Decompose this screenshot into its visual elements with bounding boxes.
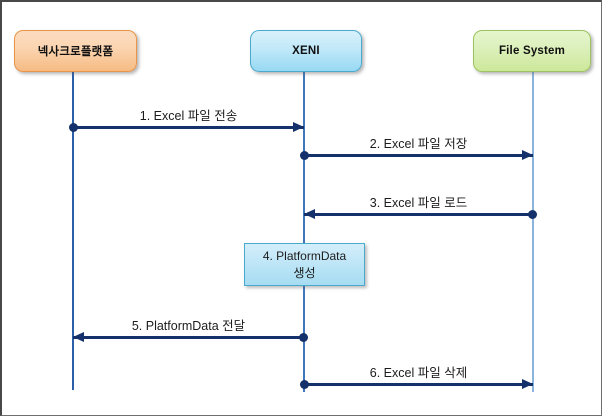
- message-2-line: [304, 154, 533, 157]
- action-box-line-1: 4. PlatformData: [262, 249, 347, 264]
- actor-box-filesystem[interactable]: File System: [473, 30, 591, 72]
- lifeline-xeni: [303, 72, 305, 392]
- action-box-line-2: 생성: [293, 265, 316, 280]
- lifeline-filesystem: [532, 72, 534, 392]
- message-3-line: [304, 213, 533, 216]
- lifeline-nexacro: [72, 72, 74, 390]
- message-1-arrowhead: [293, 122, 304, 132]
- message-2-origin-dot: [300, 151, 309, 160]
- message-1-origin-dot: [69, 123, 78, 132]
- actor-label-filesystem: File System: [498, 45, 566, 57]
- message-6-label: 6. Excel 파일 삭제: [369, 366, 468, 380]
- message-3-arrowhead: [304, 209, 315, 219]
- message-5-label: 5. PlatformData 전달: [131, 319, 246, 333]
- message-5-line: [73, 336, 304, 339]
- message-2-label: 2. Excel 파일 저장: [369, 137, 468, 151]
- message-6-arrowhead: [522, 379, 533, 389]
- actor-box-nexacro[interactable]: 넥사크로플랫폼: [14, 30, 137, 72]
- message-3-label: 3. Excel 파일 로드: [369, 196, 468, 210]
- actor-label-nexacro: 넥사크로플랫폼: [37, 46, 114, 58]
- action-box-platformdata-create[interactable]: 4. PlatformData 생성: [244, 243, 365, 286]
- message-1-label: 1. Excel 파일 전송: [139, 109, 238, 123]
- actor-label-xeni: XENI: [292, 45, 320, 57]
- message-3-origin-dot: [528, 210, 537, 219]
- message-5-arrowhead: [73, 332, 84, 342]
- message-5-origin-dot: [299, 333, 308, 342]
- message-6-origin-dot: [300, 380, 309, 389]
- actor-box-xeni[interactable]: XENI: [250, 30, 362, 72]
- message-2-arrowhead: [522, 150, 533, 160]
- message-6-line: [304, 383, 533, 386]
- message-1-line: [73, 126, 304, 129]
